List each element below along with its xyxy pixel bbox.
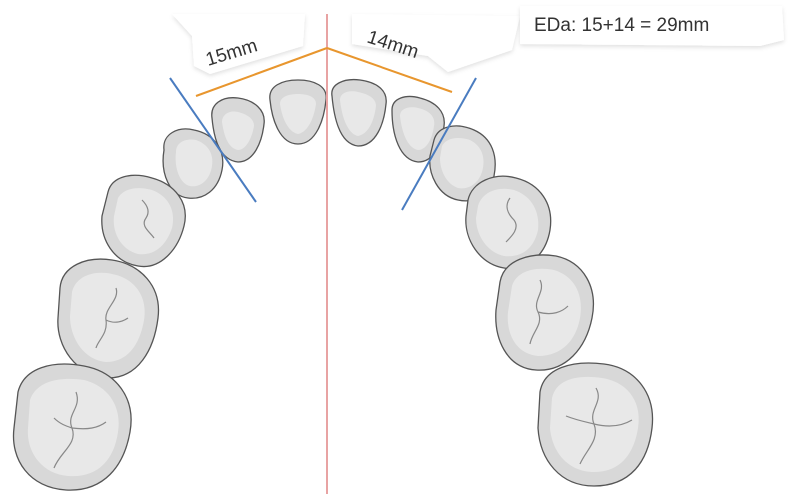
left-first-molar [13,364,131,490]
right-central-incisor [332,80,386,146]
right-first-molar [538,363,653,486]
right-second-premolar [496,255,594,370]
left-second-premolar [58,259,159,378]
teeth-group [13,80,652,490]
left-first-premolar [102,175,185,266]
left-central-incisor [270,80,326,144]
eda-formula-label: EDa: 15+14 = 29mm [534,15,709,36]
